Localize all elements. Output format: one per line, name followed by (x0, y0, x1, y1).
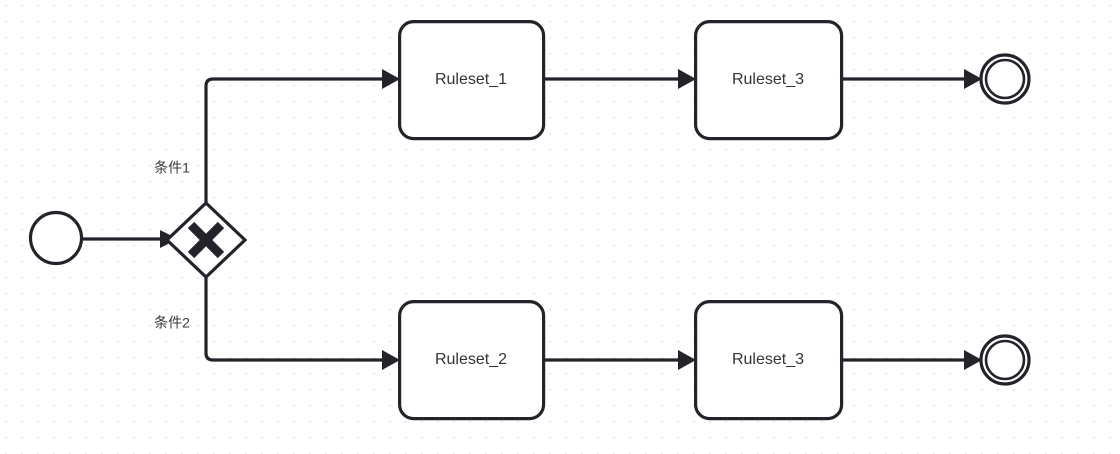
arrowhead-ruleset2-ruleset3bottom (678, 350, 696, 370)
end-event-top-outer-circle-icon (979, 53, 1031, 105)
end-event-bottom[interactable] (979, 334, 1031, 386)
exclusive-gateway[interactable] (164, 200, 248, 280)
flow-gateway-to-ruleset-1[interactable]: 条件1 (154, 69, 400, 203)
task-ruleset-1[interactable]: Ruleset_1 (398, 20, 546, 141)
start-event-circle-icon (28, 210, 84, 266)
flow-line-gateway-ruleset-2 (204, 277, 382, 362)
start-event[interactable] (28, 210, 84, 266)
task-ruleset-3-bottom-box (693, 300, 844, 421)
end-event-bottom-outer-circle-icon (979, 334, 1031, 386)
flow-label-condition-1: 条件1 (154, 160, 190, 176)
arrowhead-ruleset3bottom-end (964, 350, 982, 370)
flow-line-gateway-ruleset-1 (204, 77, 382, 203)
task-ruleset-3-bottom[interactable]: Ruleset_3 (693, 300, 844, 421)
arrowhead-gateway-ruleset-1 (382, 69, 400, 89)
task-ruleset-1-box (398, 20, 546, 141)
end-event-bottom-inner-circle-icon (984, 339, 1026, 381)
flow-ruleset-2-to-ruleset-3-bottom[interactable] (545, 350, 696, 370)
flow-ruleset-3-top-to-end-event[interactable] (843, 69, 982, 89)
gateway-x-icon (187, 221, 225, 259)
task-ruleset-2-label: Ruleset_2 (435, 351, 507, 368)
task-ruleset-3-top-box (693, 20, 844, 141)
task-ruleset-2-box (398, 300, 546, 421)
task-ruleset-3-bottom-label: Ruleset_3 (732, 351, 804, 368)
arrowhead-gateway-ruleset-2 (382, 350, 400, 370)
flow-label-condition-2: 条件2 (154, 315, 190, 331)
arrowhead-ruleset1-ruleset3top (678, 69, 696, 89)
task-ruleset-3-top[interactable]: Ruleset_3 (693, 20, 844, 141)
flow-ruleset-3-bottom-to-end-event[interactable] (843, 350, 982, 370)
task-ruleset-2[interactable]: Ruleset_2 (398, 300, 546, 421)
arrowhead-ruleset3top-end (964, 69, 982, 89)
flow-gateway-to-ruleset-2[interactable]: 条件2 (154, 277, 400, 370)
flow-start-to-gateway[interactable] (82, 230, 178, 248)
flow-ruleset-1-to-ruleset-3-top[interactable] (545, 69, 696, 89)
task-ruleset-3-top-label: Ruleset_3 (732, 71, 804, 88)
end-event-top-inner-circle-icon (984, 58, 1026, 100)
task-ruleset-1-label: Ruleset_1 (435, 71, 507, 88)
end-event-top[interactable] (979, 53, 1031, 105)
